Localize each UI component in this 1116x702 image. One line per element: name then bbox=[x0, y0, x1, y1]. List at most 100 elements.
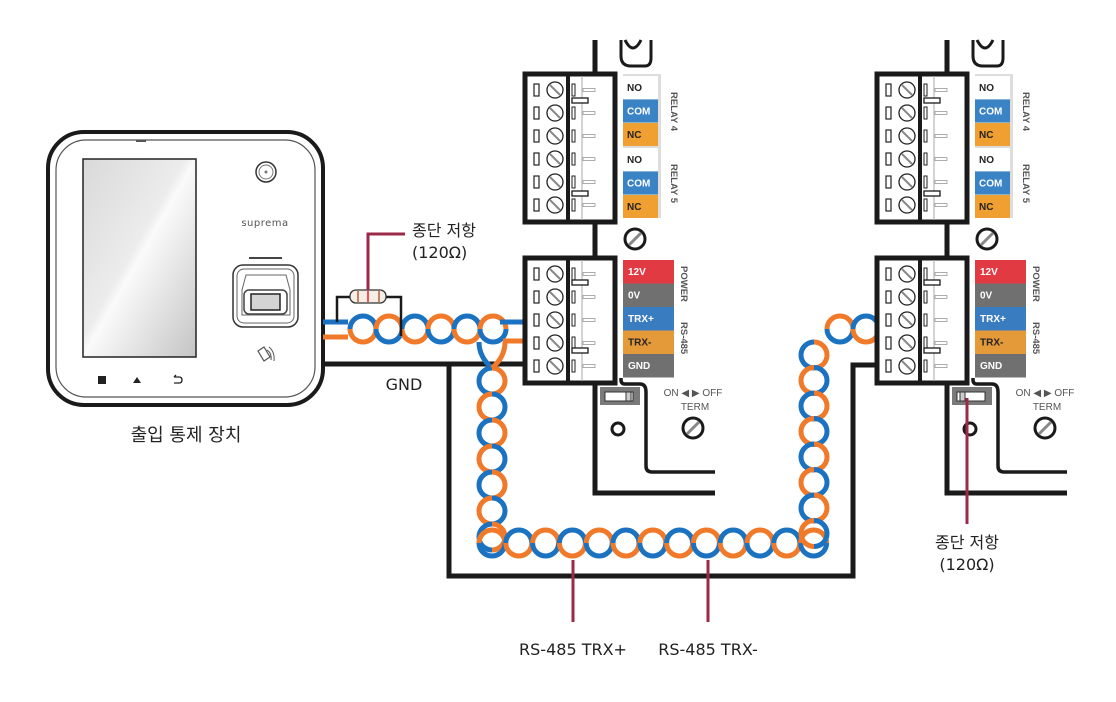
wire-loop-segment bbox=[610, 527, 642, 544]
screw-icon[interactable] bbox=[546, 288, 564, 306]
screw-icon[interactable] bbox=[898, 150, 916, 168]
terminal-label-com bbox=[623, 99, 658, 123]
termination-resistor-left bbox=[335, 232, 405, 336]
back-icon[interactable] bbox=[173, 374, 183, 384]
screw-icon[interactable] bbox=[546, 334, 564, 352]
terminal-label-no bbox=[623, 76, 658, 99]
screw-icon[interactable] bbox=[546, 357, 564, 375]
terminal-label-no bbox=[623, 148, 658, 171]
wire-loop-segment bbox=[798, 416, 815, 447]
rs485-label: RS-485 bbox=[1030, 322, 1041, 355]
screw-icon[interactable] bbox=[898, 196, 916, 214]
wire-loop-segment bbox=[451, 313, 483, 330]
screw-icon[interactable] bbox=[898, 104, 916, 122]
wire-loop-segment bbox=[690, 542, 722, 559]
wire-loop-segment bbox=[556, 527, 588, 544]
io-terminal-text: 0V bbox=[980, 291, 993, 302]
wire-loop-segment bbox=[824, 313, 856, 330]
io-terminal-label bbox=[623, 330, 674, 354]
screw-icon[interactable] bbox=[898, 311, 916, 329]
square-icon[interactable] bbox=[98, 376, 106, 384]
home-icon[interactable] bbox=[133, 377, 141, 383]
wire-loop-segment bbox=[476, 495, 493, 527]
screw-icon[interactable] bbox=[546, 173, 564, 191]
terminal-label-nc bbox=[623, 195, 658, 218]
trx-minus-label: RS-485 TRX- bbox=[658, 640, 758, 659]
device-caption: 출입 통제 장치 bbox=[131, 425, 242, 446]
wire-loop-segment bbox=[813, 339, 830, 371]
screw-icon[interactable] bbox=[546, 127, 564, 145]
screw-icon[interactable] bbox=[546, 81, 564, 99]
io-terminal-text: TRX- bbox=[628, 338, 651, 349]
screw-icon[interactable] bbox=[898, 173, 916, 191]
io-terminal-label bbox=[623, 260, 674, 284]
terminal-label-text: NO bbox=[627, 83, 642, 94]
wire-loop-segment bbox=[744, 542, 776, 559]
terminal-label-text: NO bbox=[979, 155, 994, 166]
screw-icon[interactable] bbox=[898, 81, 916, 99]
terminal-label-text: NO bbox=[979, 83, 994, 94]
wire-loop-segment bbox=[491, 469, 508, 501]
wire-loop-segment bbox=[664, 542, 696, 559]
wire-loop-segment bbox=[798, 365, 815, 396]
device-brand: suprema bbox=[241, 218, 288, 229]
power-label: POWER bbox=[1030, 266, 1041, 302]
wire-loop-segment bbox=[503, 542, 535, 559]
wire-loop-segment bbox=[771, 527, 803, 544]
screw-icon[interactable] bbox=[546, 196, 564, 214]
screw-icon[interactable] bbox=[546, 150, 564, 168]
io-terminal-text: TRX+ bbox=[628, 314, 654, 325]
wire-loop-segment bbox=[813, 390, 830, 422]
wire-loop-segment bbox=[690, 527, 722, 544]
screw-icon[interactable] bbox=[898, 265, 916, 283]
terminal-label-text: NC bbox=[627, 202, 641, 213]
screw-icon[interactable] bbox=[975, 227, 999, 251]
wire-loop-segment bbox=[491, 365, 508, 397]
wire-loop-segment bbox=[798, 492, 815, 524]
screw-icon[interactable] bbox=[898, 127, 916, 145]
term-switch[interactable] bbox=[952, 387, 992, 405]
resistor-label-right-line1: 종단 저항 bbox=[935, 533, 999, 552]
wire-loop-segment bbox=[530, 542, 562, 559]
wire-loop-segment bbox=[610, 542, 642, 559]
screw-icon[interactable] bbox=[546, 311, 564, 329]
screw-icon[interactable] bbox=[898, 334, 916, 352]
wire-loop-segment bbox=[798, 467, 815, 498]
io-terminal-label bbox=[623, 307, 674, 331]
resistor-label-left-line2: (120Ω) bbox=[412, 243, 467, 262]
io-terminal-text: 12V bbox=[628, 267, 646, 278]
wire-loop-segment bbox=[425, 313, 457, 330]
terminal-label-text: COM bbox=[979, 107, 1002, 118]
wire-loop-segment bbox=[476, 443, 493, 475]
terminal-label-text: NC bbox=[627, 130, 641, 141]
terminal-label-nc bbox=[975, 123, 1010, 146]
term-screw-icon[interactable] bbox=[681, 416, 705, 440]
wire-loop-segment bbox=[399, 328, 431, 345]
wire-loop-segment bbox=[373, 313, 405, 330]
relay-group-label: RELAY 4 bbox=[668, 92, 679, 132]
term-screw-icon[interactable] bbox=[1033, 416, 1057, 440]
screw-icon[interactable] bbox=[623, 227, 647, 251]
screw-icon[interactable] bbox=[898, 288, 916, 306]
io-terminal-text: 12V bbox=[980, 267, 998, 278]
wire-loop-segment bbox=[583, 542, 615, 559]
terminal-label-text: NO bbox=[627, 155, 642, 166]
wire-loop-segment bbox=[717, 542, 749, 559]
wire-loop-segment bbox=[373, 328, 405, 345]
screw-icon[interactable] bbox=[546, 265, 564, 283]
screw-icon[interactable] bbox=[546, 104, 564, 122]
screw-icon[interactable] bbox=[898, 357, 916, 375]
term-switch[interactable] bbox=[600, 387, 640, 405]
wire-loop-segment bbox=[744, 527, 776, 544]
wire-loop-segment bbox=[798, 339, 815, 371]
io-terminal-label bbox=[623, 354, 674, 378]
resistor-label-left-line1: 종단 저항 bbox=[412, 221, 476, 240]
io-terminal-text: GND bbox=[980, 361, 1002, 372]
term-label: TERM bbox=[681, 402, 709, 413]
io-terminal-label bbox=[975, 354, 1026, 378]
wire-loop-segment bbox=[503, 527, 535, 544]
wire-loop-segment bbox=[798, 542, 830, 559]
wire-loop-segment bbox=[813, 365, 830, 396]
terminal-label-text: COM bbox=[979, 179, 1002, 190]
